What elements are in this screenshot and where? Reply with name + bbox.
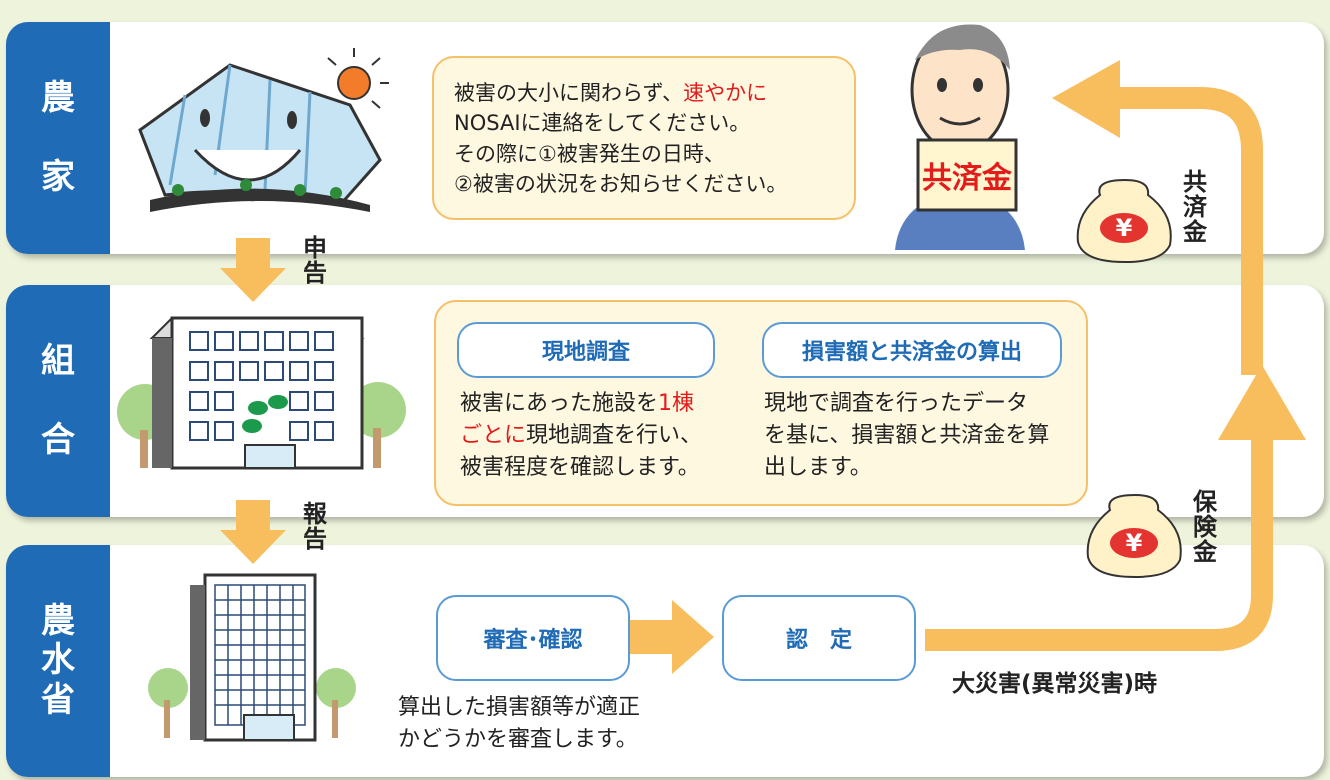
report-label-union: 申 告 (300, 234, 330, 288)
survey-title: 現地調査 (457, 322, 715, 378)
ministry-tab-char-3: 省 (41, 679, 75, 720)
yen-icon: ¥ (1125, 529, 1143, 557)
insurance-label-char-1: 保 (1193, 488, 1217, 516)
sign-text: 共済金 (922, 161, 1012, 196)
report-label-ministry-char-2: 告 (303, 525, 327, 554)
survey-line2-emphasis: ごとに (460, 422, 527, 448)
review-line1: 算出した損害額等が適正 (398, 695, 641, 720)
insurance-label-char-2: 険 (1193, 513, 1217, 542)
calc-description: 現地で調査を行ったデータ を基に、損害額と共済金を算 出します。 (764, 388, 1074, 484)
report-arrow-2 (220, 500, 286, 564)
report-arrow-1 (220, 238, 286, 302)
farmer-tab-char-2: 家 (41, 157, 75, 197)
report-label-ministry: 報 告 (300, 500, 330, 554)
insurance-label-char-3: 金 (1193, 538, 1217, 567)
farmer-tab-char-1: 農 (41, 77, 75, 118)
farmer-tab: 農 家 (6, 22, 110, 254)
ministry-tab-char-2: 水 (41, 640, 75, 681)
report-label-union-char-2: 告 (303, 259, 327, 288)
ministry-tab-char-1: 農 (41, 601, 75, 642)
farmer-notice-text: 被害の大小に関わらず、速やかに NOSAIに連絡をしてください。 その際に①被害… (454, 78, 854, 200)
calc-title: 損害額と共済金の算出 (762, 322, 1062, 378)
insurance-arrowhead (1218, 365, 1306, 440)
review-step: 審査･確認 (436, 595, 630, 681)
farmer-person-illustration (895, 24, 1025, 250)
survey-line1-pre: 被害にあった施設を (460, 391, 659, 416)
mutual-aid-label-char-2: 済 (1183, 193, 1207, 222)
survey-line3: 被害程度を確認します。 (460, 454, 700, 480)
mutual-aid-money-bag (1076, 178, 1172, 264)
union-tab-char-1: 組 (41, 340, 75, 381)
notice-line3: その際に①被害発生の日時、 (454, 141, 725, 166)
mutual-aid-label-char-3: 金 (1183, 218, 1207, 247)
survey-description: 被害にあった施設を1棟 ごとに現地調査を行い、 被害程度を確認します。 (460, 388, 750, 484)
survey-line1-emphasis: 1棟 (658, 391, 695, 416)
calc-line1: 現地で調査を行ったデータ (764, 391, 1029, 416)
mutual-aid-label-char-1: 共 (1183, 168, 1207, 196)
report-label-ministry-char-1: 報 (303, 500, 327, 528)
union-tab-char-2: 合 (41, 420, 75, 460)
review-line2: かどうかを審査します。 (398, 726, 638, 752)
notice-line2: NOSAIに連絡をしてください。 (454, 111, 751, 136)
payout-flow-arrow (925, 440, 1273, 651)
union-building-illustration (117, 316, 406, 470)
notice-line1-emphasis: 速やかに (683, 81, 768, 105)
farmer-notice-box (432, 56, 856, 220)
mutual-aid-arrowhead (1052, 60, 1120, 138)
union-tab: 組 合 (6, 285, 110, 517)
review-to-approve-arrow (630, 600, 714, 674)
insurance-label: 保 険 金 (1190, 488, 1220, 567)
report-label-union-char-1: 申 (303, 234, 327, 262)
sign-board (916, 138, 1018, 212)
greenhouse-illustration (138, 48, 389, 212)
ministry-building-illustration (148, 573, 356, 742)
review-description: 算出した損害額等が適正 かどうかを審査します。 (398, 692, 698, 756)
insurance-money-bag (1086, 493, 1182, 579)
approve-step: 認 定 (722, 595, 916, 681)
calc-line2: を基に、損害額と共済金を算 (764, 422, 1050, 448)
calc-line3: 出します。 (764, 454, 872, 480)
yen-icon: ¥ (1115, 214, 1133, 242)
mutual-aid-label: 共 済 金 (1180, 168, 1210, 247)
ministry-tab: 農 水 省 (6, 545, 110, 777)
mutual-aid-flow-arrow (1118, 87, 1263, 375)
survey-line2-post: 現地調査を行い、 (526, 422, 703, 448)
notice-line1-pre: 被害の大小に関わらず、 (454, 81, 684, 105)
disaster-condition-label: 大災害(異常災害)時 (952, 671, 1158, 697)
notice-line4: ②被害の状況をお知らせください。 (454, 172, 788, 197)
